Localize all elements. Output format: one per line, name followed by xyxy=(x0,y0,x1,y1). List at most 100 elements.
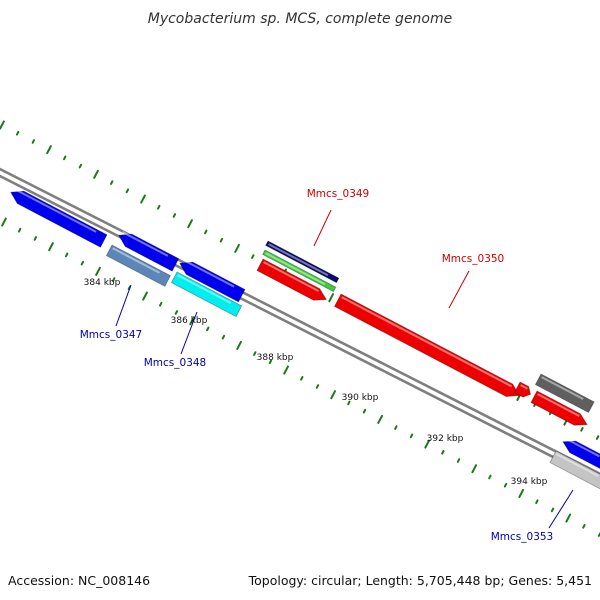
leader-line xyxy=(180,311,198,355)
gene-blue-mid2 xyxy=(179,259,246,303)
tick-mark xyxy=(488,474,492,480)
tick-mark xyxy=(140,194,146,204)
tick-mark xyxy=(424,439,431,449)
gene-blue-mid xyxy=(118,231,180,272)
tick-mark xyxy=(550,507,555,513)
tick-mark xyxy=(300,375,304,381)
tick-mark xyxy=(441,449,445,455)
gene-blue-right-shape xyxy=(562,440,600,472)
label-leader-lines xyxy=(115,209,574,529)
gene-mmcs-0353-highlight xyxy=(556,453,599,477)
tick-mark xyxy=(347,400,351,406)
scale-label-394: 394 kbp xyxy=(511,477,548,487)
backbone-line xyxy=(0,174,600,483)
gene-blue-right xyxy=(562,438,600,472)
tick-mark xyxy=(518,488,525,498)
map-title: Mycobacterium sp. MCS, complete genome xyxy=(148,11,453,27)
tick-mark xyxy=(283,365,289,375)
tick-mark xyxy=(456,458,461,463)
gene-label-mmcs-0353[interactable]: Mmcs_0353 xyxy=(491,531,554,543)
gene-blue-left-highlight xyxy=(14,188,97,233)
tick-mark xyxy=(33,236,38,241)
gene-red-small-highlight xyxy=(263,261,319,292)
tick-mark xyxy=(172,213,177,218)
tick-mark xyxy=(31,139,36,144)
gene-mmcs-0348-shape xyxy=(170,271,243,318)
genome-backbone xyxy=(0,167,600,483)
tick-mark xyxy=(253,351,257,356)
backbone-line xyxy=(0,167,600,476)
gene-label-mmcs-0349[interactable]: Mmcs_0349 xyxy=(307,188,370,200)
gene-mmcs-0348 xyxy=(170,271,243,318)
tick-mark xyxy=(80,260,85,266)
tick-mark xyxy=(268,359,273,365)
tick-mark xyxy=(565,513,572,523)
gene-mmcs-0353-shape xyxy=(549,450,600,491)
tick-mark xyxy=(17,227,22,233)
gene-blue-mid2-shape xyxy=(179,261,246,303)
scale-label-384: 384 kbp xyxy=(84,278,121,288)
gene-label-mmcs-0347[interactable]: Mmcs_0347 xyxy=(80,329,143,341)
gene-red-right-highlight xyxy=(537,393,580,417)
gene-label-mmcs-0350[interactable]: Mmcs_0350 xyxy=(442,253,505,265)
tick-mark xyxy=(362,408,367,414)
gene-mmcs-0350-highlight xyxy=(341,296,513,388)
gene-mmcs-0349-navy-shape xyxy=(265,240,340,284)
gene-gray-right-highlight xyxy=(541,376,584,400)
gene-mmcs-0350-shape xyxy=(333,293,520,397)
gene-blue-mid-highlight xyxy=(122,231,169,257)
scale-label-390: 390 kbp xyxy=(342,393,379,403)
tick-mark xyxy=(157,204,161,210)
gene-gray-right xyxy=(534,373,595,414)
leader-line xyxy=(448,270,470,309)
gene-red-small-shape xyxy=(256,258,328,301)
scale-label-388: 388 kbp xyxy=(257,353,294,363)
tick-mark xyxy=(48,242,54,252)
tick-mark xyxy=(471,464,478,474)
gene-mmcs-0347-highlight xyxy=(112,247,161,274)
gene-mmcs-0348-highlight xyxy=(177,274,232,304)
leader-line xyxy=(548,489,574,529)
gene-mmcs-0349-green xyxy=(262,249,337,293)
tick-mark xyxy=(78,163,83,169)
tick-mark xyxy=(595,435,600,440)
tick-mark xyxy=(236,340,242,350)
gene-red-tiny xyxy=(513,381,531,398)
gene-mmcs-0349-green-highlight xyxy=(265,252,326,286)
tick-mark xyxy=(221,334,226,340)
gene-blue-mid2-highlight xyxy=(183,259,235,288)
gene-red-tiny-shape xyxy=(513,381,531,398)
tick-mark xyxy=(219,237,224,243)
scale-label-386: 386 kbp xyxy=(171,316,208,326)
gene-mmcs-0350 xyxy=(333,293,520,397)
tick-mark xyxy=(174,310,179,315)
tick-mark xyxy=(0,120,5,130)
gene-mmcs-0347 xyxy=(105,244,171,287)
gene-mmcs-0347-shape xyxy=(105,244,171,287)
tick-mark xyxy=(234,243,240,253)
tick-mark xyxy=(409,433,414,439)
genome-stats-text: Topology: circular; Length: 5,705,448 bp… xyxy=(248,573,592,588)
scale-label-392: 392 kbp xyxy=(427,434,464,444)
tick-mark xyxy=(110,180,114,185)
gene-label-mmcs-0348[interactable]: Mmcs_0348 xyxy=(144,357,207,369)
gene-mmcs-0349-navy xyxy=(265,240,340,284)
accession-text: Accession: NC_008146 xyxy=(8,573,151,588)
tick-mark xyxy=(503,482,508,488)
tick-mark xyxy=(46,145,52,155)
gene-mmcs-0353 xyxy=(549,450,600,491)
gene-blue-left xyxy=(10,188,108,248)
tick-mark xyxy=(582,524,586,529)
gene-features xyxy=(10,188,600,491)
tick-mark xyxy=(315,384,320,389)
leader-line xyxy=(313,209,332,247)
tick-mark xyxy=(142,291,148,301)
tick-mark xyxy=(328,293,334,303)
tick-mark xyxy=(189,316,195,326)
tick-mark xyxy=(159,301,163,307)
tick-mark xyxy=(580,427,584,432)
tick-mark xyxy=(95,266,101,276)
tick-mark xyxy=(394,425,398,430)
